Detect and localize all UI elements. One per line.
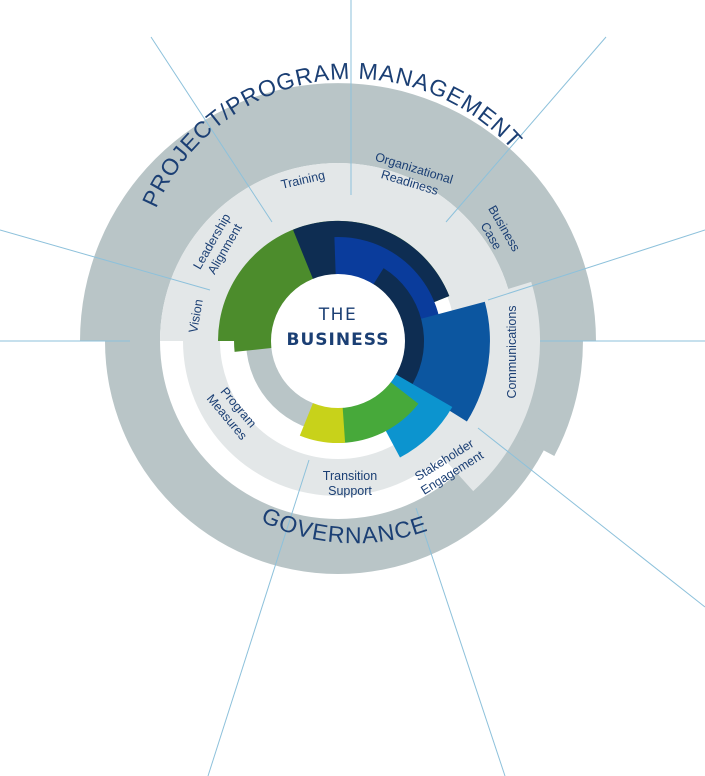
segment-communications: Communications: [505, 305, 519, 398]
center-label-business: BUSINESS: [287, 330, 390, 350]
segment-band-bottom: [183, 341, 493, 496]
vision-label-line-1: Vision: [186, 298, 206, 334]
light-green-arc: [340, 381, 419, 443]
outer-band-bottom: [105, 341, 571, 574]
segment-transition-support: Transition Support: [323, 469, 377, 498]
transition-label-line-1: Transition: [323, 469, 377, 483]
divider-ray: [477, 427, 705, 608]
segment-vision: Vision: [186, 298, 206, 334]
outer-band-right-step: [510, 281, 583, 456]
divider-ray: [415, 507, 506, 776]
divider-ray: [487, 229, 705, 301]
transition-label-line-2: Support: [328, 484, 372, 498]
divider-ray: [150, 36, 273, 223]
lime-arc: [299, 402, 346, 444]
divider-ray: [445, 36, 607, 223]
navy-inner-arc: [373, 268, 425, 384]
colored-arcs: [217, 220, 490, 458]
segment-band-top: [160, 163, 516, 341]
green-arc-lower: [234, 337, 273, 352]
communications-label-line-1: Communications: [505, 305, 519, 398]
divider-ray: [207, 459, 310, 776]
divider-ray: [0, 229, 211, 291]
center-label-the: THE: [318, 305, 357, 325]
outer-band-top: [80, 83, 596, 341]
center-hub: [271, 274, 405, 408]
